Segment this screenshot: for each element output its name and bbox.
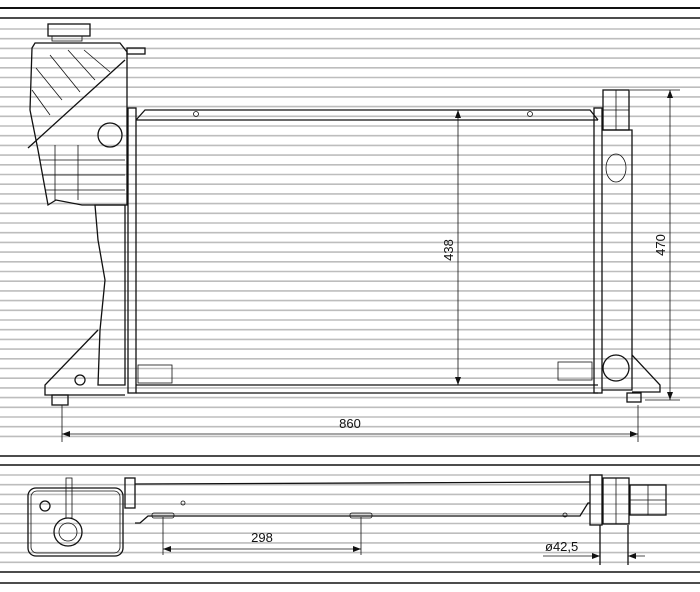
frame-borders: [0, 7, 700, 584]
dimension-core-height: 438: [441, 239, 456, 261]
expansion-tank-top: [27, 477, 136, 557]
dimension-mount-spacing: 298: [251, 530, 273, 545]
dimension-pipe-diameter-label: ø42,5: [545, 539, 578, 554]
dimension-470: 470: [630, 89, 680, 401]
expansion-tank: [27, 23, 146, 207]
front-view: 438 470 860: [27, 23, 680, 442]
dimension-overall-width: 860: [339, 416, 361, 431]
dimension-438: 438: [441, 110, 461, 385]
top-view: 298 ø42,5: [27, 474, 667, 565]
dimension-298: 298: [162, 517, 362, 555]
right-tank: [593, 89, 661, 403]
dimension-860: 860: [61, 405, 639, 442]
right-end-top: [589, 474, 667, 565]
left-tank: [44, 107, 137, 406]
dimension-overall-height: 470: [653, 234, 668, 256]
radiator-body-top: [134, 481, 591, 524]
fin-lines: [0, 28, 700, 564]
dimension-pipe-diameter: ø42,5: [543, 539, 645, 559]
